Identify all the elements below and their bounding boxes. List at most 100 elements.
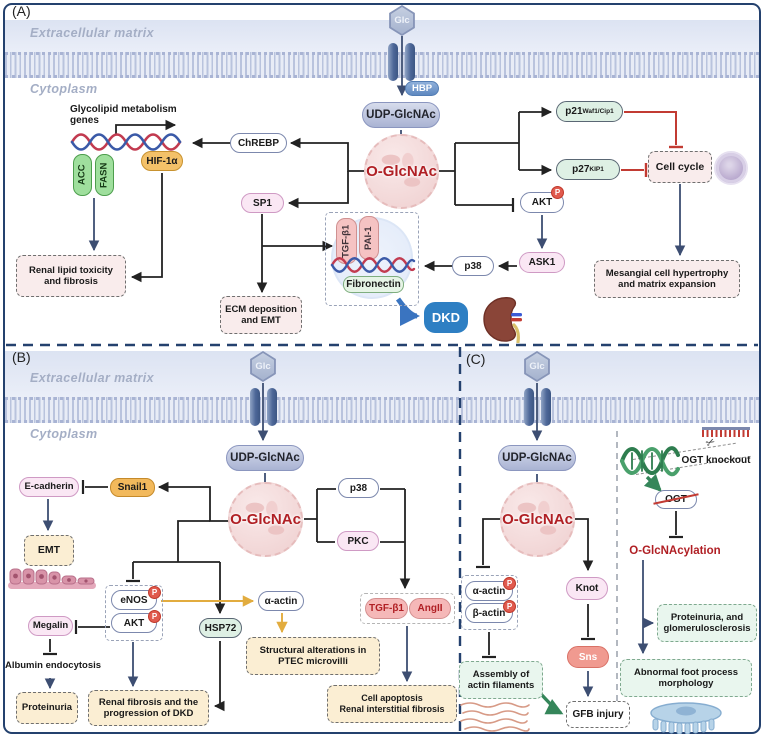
glc-label-c: Glc	[525, 353, 549, 380]
cell-apoptosis-outcome-box: Cell apoptosis Renal interstitial fibros…	[327, 685, 457, 723]
p27-label: p27	[572, 164, 590, 175]
transporter-bar	[388, 43, 398, 81]
angii-node: AngII	[409, 598, 451, 619]
kidney-icon	[483, 297, 522, 343]
ecm-band-bc	[5, 351, 759, 397]
emt-outcome-box: EMT	[24, 535, 74, 566]
glycolipid-genes-label: Glycolipid metabolism genes	[70, 104, 177, 126]
pkc-node: PKC	[337, 531, 379, 551]
sp1-node: SP1	[241, 193, 284, 213]
o-glcnac-label-a: O-GlcNAc	[366, 163, 437, 180]
glucose-hexagon-c: Glc	[523, 351, 551, 382]
inhibition-red-lines	[621, 111, 683, 177]
glc-label-b: Glc	[251, 353, 275, 380]
knot-node: Knot	[566, 577, 608, 600]
enos-node: eNOS	[111, 590, 157, 610]
ask1-node: ASK1	[519, 252, 565, 273]
glucose-transporter-icon-c	[524, 388, 551, 426]
pai1-node: PAI-1	[359, 216, 379, 260]
o-glcnac-node-a: O-GlcNAc	[364, 134, 439, 209]
proteinuria-glomerulosclerosis-box: Proteinuria, and glomerulosclerosis	[657, 604, 757, 642]
phospho-badge: P	[148, 586, 161, 599]
udp-glcnac-node-b: UDP-GlcNAc	[226, 445, 304, 471]
panel-dividers	[6, 343, 758, 732]
cytoplasm-label-a: Cytoplasm	[30, 82, 98, 96]
nucleus-box	[325, 212, 419, 306]
glucose-hexagon-a: Glc	[388, 5, 416, 36]
nucleus-dna-helix-icon	[330, 257, 416, 273]
sgrna-icon	[702, 427, 750, 437]
transporter-bar	[267, 388, 277, 426]
sns-node: Sns	[567, 646, 609, 668]
glucose-transporter-icon-b	[250, 388, 277, 426]
structural-alterations-outcome-box: Structural alterations in PTEC microvill…	[246, 637, 380, 675]
o-glcnac-node-b: O-GlcNAc	[228, 482, 303, 557]
snail1-node: Snail1	[110, 478, 155, 497]
extracellular-label-b: Extracellular matrix	[30, 371, 155, 385]
panel-c-label: (C)	[466, 351, 486, 367]
hsp72-node: HSP72	[199, 618, 242, 638]
panel-a-label: (A)	[12, 3, 31, 19]
enos-akt-group-box	[105, 585, 163, 641]
assembly-actin-outcome-box: Assembly of actin filaments	[459, 661, 543, 699]
acc-node: ACC	[73, 154, 92, 196]
o-glcnac-label-c: O-GlcNAc	[502, 511, 573, 528]
mesangial-outcome-box: Mesangial cell hypertrophy and matrix ex…	[594, 260, 740, 298]
akt-node-b: AKT	[111, 613, 157, 633]
podocyte-image	[650, 702, 722, 734]
transporter-bar	[250, 388, 260, 426]
panel-b-label: (B)	[12, 349, 31, 365]
o-glcnacylation-label: O-GlcNAcylation	[629, 545, 721, 557]
fibronectin-node: Fibronectin	[343, 276, 404, 293]
chrebp-node: ChREBP	[230, 133, 287, 153]
udp-glcnac-node-c: UDP-GlcNAc	[498, 445, 576, 471]
ecm-deposition-outcome-box: ECM deposition and EMT	[220, 296, 302, 334]
ecm-band-a	[5, 20, 759, 52]
glucose-hexagon-b: Glc	[249, 351, 277, 382]
p21-superscript: Waf1/Cip1	[582, 107, 614, 115]
tgfb1-node-b: TGF-β1	[365, 598, 408, 619]
beta-actin-node: β-actin	[465, 603, 513, 623]
dkd-node: DKD	[424, 302, 468, 333]
cell-image	[714, 151, 748, 185]
abnormal-foot-process-box: Abnormal foot process morphology	[620, 659, 752, 697]
extracellular-label-a: Extracellular matrix	[30, 26, 155, 40]
fasn-node: FASN	[95, 154, 114, 196]
green-arrows	[538, 473, 662, 715]
albumin-endocytosis-label: Albumin endocytosis	[4, 660, 102, 671]
transporter-bar	[524, 388, 534, 426]
actin-filaments-image	[460, 702, 530, 732]
phospho-badge: P	[551, 186, 564, 199]
p38-node-b: p38	[338, 478, 379, 498]
phospho-badge: P	[148, 610, 161, 623]
cell-cycle-box: Cell cycle	[648, 151, 712, 183]
transporter-bar	[541, 388, 551, 426]
actin-group-box	[461, 575, 518, 630]
hif1a-node: HIF-1α	[141, 151, 183, 171]
gfb-injury-box: GFB injury	[566, 701, 630, 728]
transporter-bar	[405, 43, 415, 81]
renal-lipid-outcome-box: Renal lipid toxicity and fibrosis	[16, 255, 126, 297]
megalin-node: Megalin	[28, 616, 73, 636]
yellow-arrows	[161, 595, 288, 634]
green-dna-helix-icon	[620, 446, 680, 477]
phospho-badge: P	[503, 600, 516, 613]
cell-apoptosis-line1: Cell apoptosis	[361, 693, 423, 704]
fibronectin-to-dkd-arrow	[395, 297, 420, 326]
e-cadherin-node: E-cadherin	[19, 477, 79, 497]
tgfb1-angii-group-box	[360, 593, 455, 624]
epithelial-cells-image	[8, 568, 96, 589]
alpha-actin-node-c: α-actin	[465, 581, 513, 601]
o-glcnac-node-c: O-GlcNAc	[500, 482, 575, 557]
cytoplasm-label-b: Cytoplasm	[30, 427, 98, 441]
ogt-knockout-label: OGT knockout	[681, 455, 751, 466]
p27-superscript: KIP1	[589, 165, 604, 173]
proteinuria-outcome-box: Proteinuria	[16, 692, 78, 724]
cell-apoptosis-line2: Renal interstitial fibrosis	[339, 704, 445, 714]
udp-glcnac-node-a: UDP-GlcNAc	[362, 102, 440, 128]
glucose-transporter-icon-a	[388, 43, 415, 81]
p38-node-a: p38	[452, 256, 494, 276]
